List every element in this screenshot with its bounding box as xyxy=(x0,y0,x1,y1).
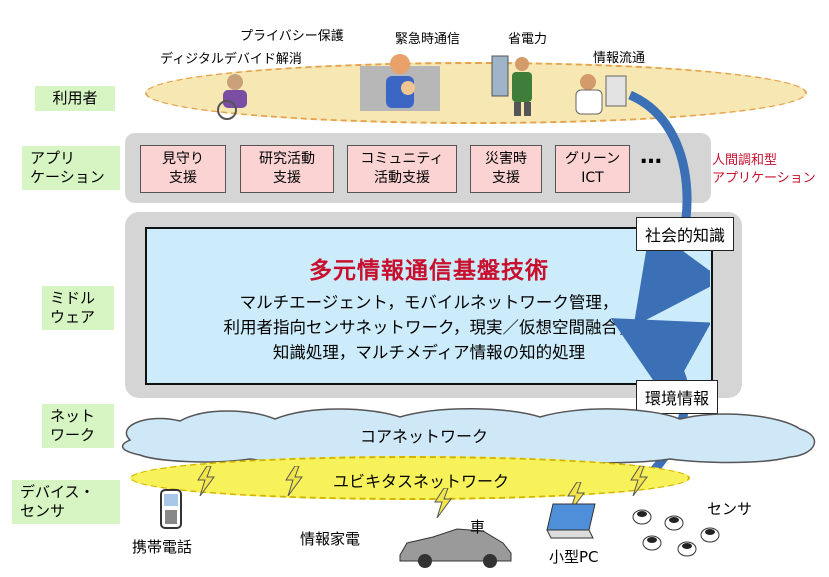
label-info-flow: 情報流通 xyxy=(593,51,646,66)
middleware-body: マルチエージェント，モバイルネットワーク管理， 利用者指向センサネットワーク，現… xyxy=(223,293,635,362)
wireless-bolt-icon xyxy=(434,488,452,518)
layer-label-application: アプリ ケーション xyxy=(22,146,120,190)
label-power-saving: 省電力 xyxy=(508,32,548,47)
label-digital-divide: ディジタルデバイド解消 xyxy=(160,52,302,67)
ubiquitous-network-ellipse xyxy=(130,456,690,500)
label-privacy: プライバシー保護 xyxy=(240,29,344,44)
users-ellipse xyxy=(145,62,807,124)
app-box-watching: 見守り 支援 xyxy=(140,145,226,193)
label-emergency: 緊急時通信 xyxy=(395,32,461,47)
mobile-phone-icon xyxy=(160,489,182,529)
sensor-nodes-icon xyxy=(632,509,720,557)
wheelchair-user-icon xyxy=(217,74,247,120)
wireless-bolt-icon xyxy=(567,482,585,512)
social-knowledge-callout: 社会的知識 xyxy=(636,217,735,251)
small-pc-icon xyxy=(546,503,596,539)
human-harmony-label: 人間調和型 アプリケーション xyxy=(712,153,816,186)
info-flow-user-icon xyxy=(575,74,627,115)
wireless-bolt-icon xyxy=(630,466,648,496)
social-knowledge-arrow xyxy=(628,90,710,327)
ubiquitous-network-label: ユビキタスネットワーク xyxy=(333,472,510,491)
wireless-bolt-icon xyxy=(285,466,303,496)
device-label-small-pc: 小型PC xyxy=(549,548,599,566)
device-label-sensor: センサ xyxy=(707,500,753,518)
device-label-phone: 携帯電話 xyxy=(132,538,193,556)
emergency-worker-icon xyxy=(360,54,440,111)
app-ellipsis: … xyxy=(640,144,662,169)
app-box-green-ict: グリーン ICT xyxy=(555,145,630,193)
layer-label-middleware: ミドル ウェア xyxy=(42,286,114,330)
car-icon xyxy=(399,528,512,568)
device-label-appliance: 情報家電 xyxy=(300,530,361,548)
core-network-label: コアネットワーク xyxy=(360,427,489,446)
device-label-car: 車 xyxy=(470,518,486,536)
layer-label-devices: デバイス・ センサ xyxy=(12,480,120,524)
environment-info-callout: 環境情報 xyxy=(636,380,719,414)
wireless-bolt-icon xyxy=(197,466,215,496)
layer-label-users: 利用者 xyxy=(35,86,115,111)
app-box-research: 研究活動 支援 xyxy=(240,145,334,193)
layer-label-network: ネット ワーク xyxy=(42,404,114,448)
power-saving-user-icon xyxy=(491,55,532,116)
app-box-disaster: 災害時 支援 xyxy=(470,145,542,193)
app-box-community: コミュニティ 活動支援 xyxy=(347,145,457,193)
middleware-title: 多元情報通信基盤技術 xyxy=(309,258,549,284)
